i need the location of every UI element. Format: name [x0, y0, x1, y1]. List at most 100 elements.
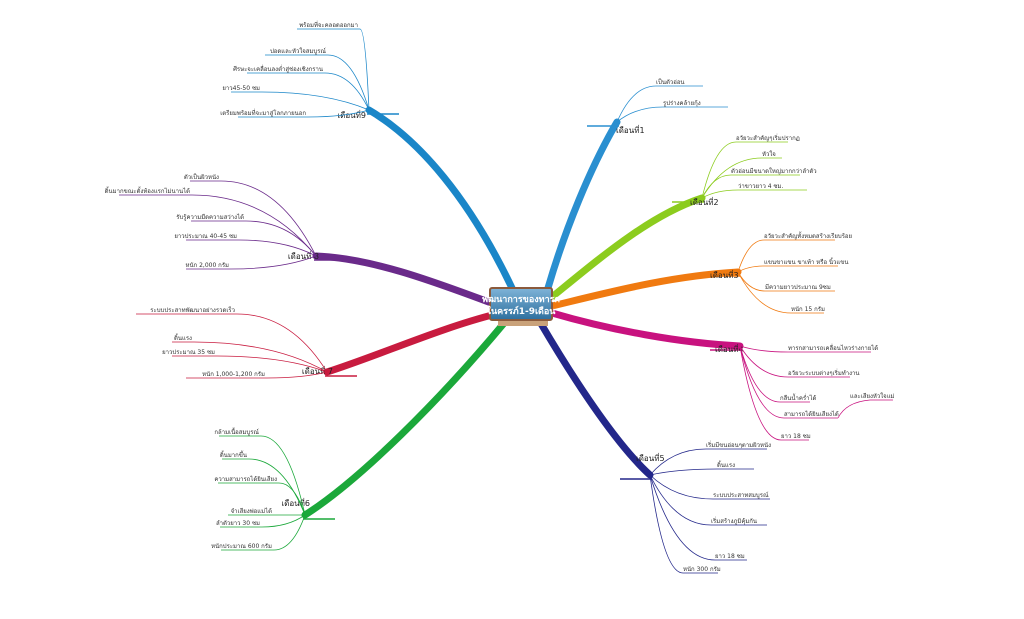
branch-8[interactable]: เดือนที่ 8 ตัวเป็นผิวหนังดิ้นมากขณะตั้งท้…: [105, 172, 498, 308]
main-branch-line: [548, 309, 744, 350]
sub-topic-label[interactable]: กลืนน้ำคร่ำได้: [780, 392, 817, 402]
main-branch-line: [301, 318, 509, 519]
sub-topic-label[interactable]: อวัยวะระบบต่างๆเริ่มทำงาน: [788, 369, 860, 377]
sub-topic-label[interactable]: แขนขาแขน ขาเท้า หรือ นิ้วแขน: [764, 256, 849, 266]
branches: เดือนที่1เป็นตัวอ่อนรูปร่างคล้ายกุ้งเดือ…: [105, 21, 895, 574]
sub-topic-label[interactable]: ยาว 18 ซม: [715, 553, 745, 560]
sub-branch-line: [737, 271, 824, 314]
branch-label[interactable]: เดือนที่ 7: [302, 365, 333, 376]
sub-topic-label[interactable]: ดิ้นมากขณะตั้งท้องแรกไม่นานได้: [105, 185, 191, 195]
branch-label[interactable]: เดือนที่6: [281, 497, 310, 508]
sub-topic-label[interactable]: ปอดและหัวใจสมบูรณ์: [270, 47, 326, 55]
sub-sub-branch-line: [837, 399, 893, 419]
sub-topic-label[interactable]: เตรียมพร้อมที่จะมาสู่โลกภายนอก: [220, 109, 306, 117]
sub-topic-label[interactable]: รับรู้ความมืดความสว่างได้: [176, 213, 244, 221]
sub-branch-line: [136, 313, 328, 373]
central-topic-box: [489, 287, 553, 321]
branch-label[interactable]: เดือนที่ 8: [288, 250, 319, 261]
sub-topic-label[interactable]: หนักประมาณ 600 กรัม: [211, 543, 272, 550]
central-title-line2: ในครรภ์1-9เดือน: [487, 305, 557, 317]
sub-branch-line: [739, 345, 810, 403]
sub-branch-line: [222, 458, 306, 516]
sub-topic-label[interactable]: หนัก 1,000-1,200 กรัม: [202, 371, 265, 378]
central-title-line1: พัฒนาการของทารก: [482, 294, 560, 305]
sub-topic-label[interactable]: สามารถได้ยินเสียงได้: [784, 410, 839, 418]
sub-topic-label[interactable]: เริ่มสร้างภูมิคุ้มกัน: [711, 517, 757, 525]
main-branch-line: [312, 252, 498, 308]
sub-branch-line: [616, 85, 703, 123]
sub-topic-label[interactable]: ดิ้นมากขึ้น: [220, 449, 247, 459]
sub-topic-label[interactable]: อวัยวะสำคัญทั้งหมดสร้างเรียบร้อย: [764, 230, 852, 240]
branch-6[interactable]: เดือนที่6 กล้ามเนื้อสมบูรณ์ดิ้นมากขึ้นควา…: [211, 318, 509, 551]
branch-label[interactable]: เดือนที่9: [337, 109, 366, 120]
sub-topic-label[interactable]: หัวใจ: [762, 150, 776, 158]
sub-topic-label[interactable]: กล้ามเนื้อสมบูรณ์: [214, 426, 259, 436]
sub-branch-line: [186, 255, 317, 270]
sub-topic-label[interactable]: ทารกสามารถเคลื่อนไหวร่างกายได้: [788, 344, 878, 352]
branch-label[interactable]: เดือนที่5: [636, 452, 665, 463]
branch-label[interactable]: เดือนที่3: [710, 269, 739, 280]
sub-branch-line: [191, 220, 317, 257]
sub-branch-line: [701, 189, 807, 199]
sub-topic-label[interactable]: ตัวอ่อนมีขนาดใหญ่มากกว่าลำตัว: [731, 167, 817, 175]
branch-label[interactable]: เดือนที่1: [616, 124, 645, 135]
branch-4[interactable]: เดือนที่4 ทารกสามารถเคลื่อนไหวร่างกายได้อ…: [548, 309, 895, 441]
sub-topic-label[interactable]: หนัก 300 กรัม: [683, 566, 721, 573]
sub-branch-line: [119, 194, 317, 257]
sub-topic-label[interactable]: ว่าขาวยาว 4 ซม.: [738, 183, 783, 190]
sub-topic-label[interactable]: รูปร่างคล้ายกุ้ง: [663, 100, 701, 107]
branch-label[interactable]: เดือนที่4: [715, 343, 744, 354]
branch-3[interactable]: เดือนที่3 อวัยวะสำคัญทั้งหมดสร้างเรียบร้อ…: [548, 230, 852, 314]
sub-branch-line: [649, 468, 754, 476]
central-topic[interactable]: พัฒนาการของทารก ในครรภ์1-9เดือน: [482, 287, 560, 326]
sub-branch-line: [701, 174, 800, 199]
sub-topic-label[interactable]: ลำตัวยาว 30 ซม: [216, 520, 260, 527]
sub-topic-label[interactable]: ดิ้นแรง: [717, 459, 735, 469]
sub-topic-label[interactable]: ศีรษะจะเคลื่อนลงต่ำสู่ช่องเชิงกราน: [233, 65, 323, 73]
main-branch-line: [365, 106, 516, 292]
sub-topic-label[interactable]: พร้อมที่จะคลอดออกมา: [299, 21, 358, 29]
sub-branch-line: [739, 345, 871, 353]
sub-topic-label[interactable]: ยาว 18 ซม: [781, 433, 811, 440]
sub-branch-line: [265, 54, 370, 111]
sub-topic-label[interactable]: ยาวประมาณ 40-45 ซม: [174, 233, 237, 240]
main-branch-line: [323, 310, 500, 376]
branch-2[interactable]: เดือนที่2 อวัยวะสำคัญๆเริ่มปรากฏหัวใจตัวอ…: [548, 134, 817, 301]
sub-topic-label[interactable]: หนัก 15 กรัม: [791, 306, 825, 313]
sub-topic-label[interactable]: จำเสียงพ่อแม่ได้: [231, 507, 272, 515]
sub-branch-line: [221, 514, 306, 551]
sub-branch-line: [701, 157, 782, 199]
sub-branch-line: [186, 371, 328, 379]
sub-topic-label[interactable]: ดิ้นแรง: [174, 332, 192, 342]
sub-branch-line: [739, 345, 850, 378]
main-branch-line: [536, 318, 654, 479]
sub-branch-line: [172, 341, 328, 373]
sub-branch-line: [247, 72, 370, 111]
sub-branch-line: [737, 265, 838, 273]
sub-branch-line: [238, 109, 370, 118]
sub-topic-label[interactable]: อวัยวะสำคัญๆเริ่มปรากฏ: [736, 134, 800, 142]
sub-topic-label[interactable]: ยาว45-50 ซม: [222, 85, 260, 92]
sub-branch-line: [649, 474, 770, 500]
branch-1[interactable]: เดือนที่1 เป็นตัวอ่อนรูปร่างคล้ายกุ้ง: [544, 77, 728, 292]
branch-7[interactable]: เดือนที่ 7 ระบบประสาทพัฒนาอย่างรวดเร็วดิ้…: [136, 305, 500, 379]
sub-topic-label[interactable]: ยาวประมาณ 35 ซม: [162, 349, 215, 356]
sub-topic-label[interactable]: ตัวเป็นผิวหนัง: [184, 172, 219, 181]
sub-topic-label[interactable]: หนัก 2,000 กรัม: [186, 262, 230, 269]
branch-label[interactable]: เดือนที่2: [690, 196, 719, 207]
sub-topic-label[interactable]: ระบบประสาทสมบูรณ์: [713, 491, 769, 499]
sub-topic-label[interactable]: เริ่มมีขนอ่อนๆตามผิวหนัง: [706, 441, 771, 449]
main-branch-line: [548, 194, 706, 301]
sub-branch-line: [616, 106, 728, 123]
sub-topic-label[interactable]: ความสามารถได้ยินเสียง: [214, 475, 277, 483]
sub-topic-label[interactable]: เป็นตัวอ่อน: [656, 77, 685, 86]
branch-5[interactable]: เดือนที่5 เริ่มมีขนอ่อนๆตามผิวหนังดิ้นแรง…: [536, 318, 771, 574]
sub-branch-line: [231, 91, 370, 111]
sub-branch-line: [737, 239, 835, 273]
sub-topic-label[interactable]: ระบบประสาทพัฒนาอย่างรวดเร็ว: [150, 305, 235, 314]
sub-sub-topic-label[interactable]: และเสียงหัวใจแม่: [850, 392, 895, 400]
sub-topic-label[interactable]: มีความยาวประมาณ 9ซม: [765, 283, 831, 291]
branch-9[interactable]: เดือนที่9 พร้อมที่จะคลอดออกมาปอดและหัวใจส…: [220, 21, 516, 292]
sub-branch-line: [649, 474, 747, 561]
